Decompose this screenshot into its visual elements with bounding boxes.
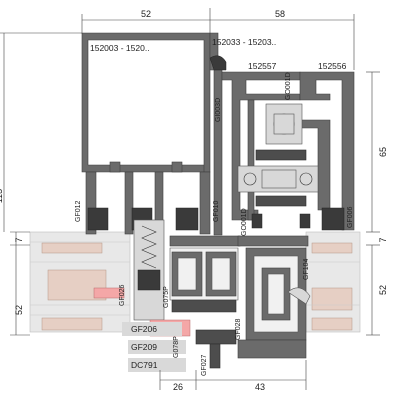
sash-profile-right	[299, 71, 355, 231]
label-gf206: GF206	[131, 324, 157, 334]
label-frame-right: 152033 - 15203..	[212, 37, 276, 47]
glass-left	[29, 231, 131, 333]
dim-bottom-right: 43	[255, 382, 265, 392]
glass-right	[305, 231, 361, 333]
label-frame-left: 152003 - 1520..	[90, 43, 150, 53]
hardware-roller	[265, 103, 303, 145]
label-gf006: GF006	[347, 206, 354, 228]
label-gf010: GF010	[213, 200, 220, 222]
label-dc791: DC791	[131, 360, 158, 370]
frame-profile-left	[81, 32, 211, 235]
hardware-lock	[237, 149, 319, 207]
gasket-blocks	[87, 207, 345, 231]
label-go001d-top: GO001D	[285, 72, 292, 100]
label-g078p: G078P	[173, 336, 180, 358]
frame-profile-right	[209, 32, 227, 236]
label-gf104: GF104	[303, 258, 310, 280]
dim-right-lower: 52	[378, 285, 388, 295]
label-go001d-bottom: GO001D	[241, 208, 248, 236]
label-sash-right: 152556	[318, 61, 347, 71]
label-gf209: GF209	[131, 342, 157, 352]
dim-left-gap: 7	[14, 237, 24, 242]
dim-top-left: 52	[141, 9, 151, 19]
label-gf026: GF026	[119, 284, 126, 306]
dim-left-total: 113	[0, 189, 4, 203]
dim-right-gap: 7	[378, 237, 388, 242]
label-gf028: GF028	[235, 318, 242, 340]
label-gf012: GF012	[75, 200, 82, 222]
interlock-section	[169, 235, 311, 341]
dim-top-right: 58	[275, 9, 285, 19]
label-gf027: GF027	[201, 354, 208, 376]
label-g075p: G075P	[163, 286, 170, 308]
sash-profile-left	[221, 71, 301, 221]
bottom-blocks	[122, 322, 307, 372]
label-gi003d: GI003D	[215, 98, 222, 122]
dim-bottom-left: 26	[173, 382, 183, 392]
dimension-lines	[0, 8, 380, 390]
dim-right-height: 65	[378, 147, 388, 157]
dim-left-lower: 52	[14, 305, 24, 315]
label-sash-left: 152557	[248, 61, 277, 71]
